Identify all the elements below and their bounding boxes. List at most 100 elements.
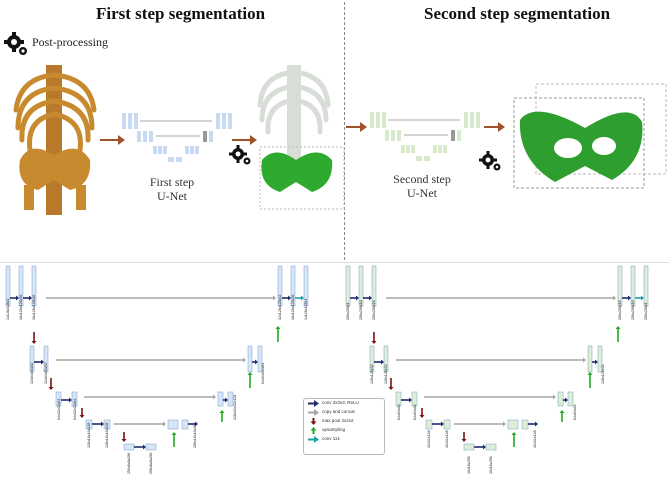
feature-map-box bbox=[290, 265, 296, 307]
legend-item-maxpool: max pool 2x2x2 bbox=[304, 417, 384, 426]
feature-map-box bbox=[371, 265, 377, 307]
gear-icon bbox=[19, 47, 27, 55]
copy-arrow-head bbox=[213, 394, 216, 400]
gear-icon bbox=[4, 32, 24, 52]
feature-map-label: 1x128x128x1 bbox=[304, 299, 308, 320]
conv-arrow-head bbox=[225, 397, 228, 403]
feature-map-label: 64x32x32x64 bbox=[57, 399, 61, 420]
unet-thumbnail-second bbox=[370, 112, 480, 161]
feature-map-label: 32x64x64x32 bbox=[44, 363, 48, 384]
feature-map-box bbox=[443, 419, 451, 430]
copy-arrow-head bbox=[273, 295, 276, 301]
feature-map-box bbox=[643, 265, 649, 307]
copy-arrow-icon bbox=[308, 409, 319, 416]
feature-map-label: 128x128x32 bbox=[601, 364, 605, 384]
feature-map-box bbox=[181, 419, 189, 430]
feature-map-label: 256x256x16 bbox=[359, 300, 363, 320]
maxpool-arrow-head bbox=[371, 341, 377, 344]
conv-arrow-head bbox=[16, 295, 19, 301]
flow-arrow bbox=[346, 122, 367, 132]
legend-upsampling-label: upsampling bbox=[322, 427, 346, 432]
upsampling-arrow-head bbox=[559, 410, 565, 413]
feature-map-box bbox=[521, 419, 529, 430]
copy-arrow-head bbox=[613, 295, 616, 301]
conv-arrow-head bbox=[565, 397, 568, 403]
feature-map-box bbox=[277, 265, 283, 307]
upsampling-arrow-head bbox=[275, 326, 281, 329]
feature-map-box bbox=[383, 345, 389, 373]
conv-arrow-head bbox=[595, 359, 598, 365]
feature-map-label: 128x16x16x128 bbox=[87, 423, 91, 448]
feature-map-label: 16x16x256 bbox=[467, 456, 471, 474]
maxpool-arrow-head bbox=[79, 415, 85, 418]
upsampling-arrow-head bbox=[247, 372, 253, 375]
second-step-label-line1: Second step bbox=[393, 172, 451, 186]
feature-map-box bbox=[123, 443, 135, 451]
first-step-title: First step segmentation bbox=[96, 4, 266, 23]
copy-arrow-head bbox=[163, 421, 166, 427]
feature-map-box bbox=[18, 265, 24, 307]
legend-conv-label: conv 3x3x3, ReLU bbox=[322, 400, 359, 405]
feature-map-label: 256x256x16 bbox=[618, 300, 622, 320]
skeleton-image bbox=[13, 65, 97, 215]
upsampling-arrow-head bbox=[615, 326, 621, 329]
feature-map-label: 128x128x32 bbox=[384, 364, 388, 384]
feature-map-label: 16x128x128x16 bbox=[19, 295, 23, 320]
flow-arrow bbox=[100, 135, 125, 145]
feature-map-box bbox=[5, 265, 11, 307]
flow-arrow bbox=[484, 122, 505, 132]
feature-map-box bbox=[597, 345, 603, 373]
feature-map-label: 256x256x16 bbox=[631, 300, 635, 320]
legend-copy-label: copy and concat bbox=[322, 409, 355, 414]
feature-map-label: 16x128x128x16 bbox=[32, 295, 36, 320]
unet-architecture-diagrams: 1x128x128x1 16x128x128x16 16x128x128x16 32x… bbox=[5, 265, 649, 474]
feature-map-box bbox=[617, 265, 623, 307]
conv-arrow-head bbox=[369, 295, 372, 301]
post-processing-label: Post-processing bbox=[32, 35, 108, 49]
conv-arrow-head bbox=[628, 295, 631, 301]
gear-icon bbox=[243, 157, 251, 165]
feature-map-label: 32x64x64x32 bbox=[30, 363, 34, 384]
feature-map-box bbox=[463, 443, 475, 451]
gear-icon bbox=[493, 163, 501, 171]
legend-item-conv: conv 3x3x3, ReLU bbox=[304, 399, 384, 408]
feature-map-box bbox=[71, 391, 78, 407]
feature-map-box bbox=[485, 443, 497, 451]
conv-arrow-head bbox=[255, 359, 258, 365]
section-divider bbox=[344, 2, 345, 260]
feature-map-label: 16x128x128x16 bbox=[291, 295, 295, 320]
feature-map-box bbox=[103, 419, 111, 430]
feature-map-box bbox=[630, 265, 636, 307]
feature-map-box bbox=[257, 345, 263, 373]
conv-arrow-head bbox=[195, 421, 198, 427]
feature-map-box bbox=[55, 391, 62, 407]
feature-map-label: 256x16x16x256 bbox=[193, 423, 197, 448]
feature-map-label: 256x8x8x256 bbox=[127, 453, 131, 474]
feature-map-box bbox=[369, 345, 375, 373]
feature-map-label: 1x128x128x1 bbox=[6, 299, 10, 320]
feature-map-box bbox=[567, 391, 574, 407]
maxpool-arrow-head bbox=[461, 439, 467, 442]
legend: conv 3x3x3, ReLU copy and concat max poo… bbox=[303, 398, 385, 455]
upsampling-arrow-head bbox=[587, 372, 593, 375]
first-step-label: First step U-Net bbox=[132, 175, 212, 203]
faded-skeleton-image bbox=[257, 65, 345, 210]
feature-map-label: 64x64x64 bbox=[573, 404, 577, 420]
feature-map-label: 64x64x64 bbox=[413, 404, 417, 420]
feature-map-box bbox=[303, 265, 309, 307]
unet-thumbnail-first bbox=[122, 113, 232, 162]
conv-arrow-head bbox=[356, 295, 359, 301]
pipeline-figure bbox=[4, 32, 667, 215]
feature-map-label: 32x32x128 bbox=[445, 430, 449, 448]
feature-map-box bbox=[395, 391, 402, 407]
feature-map-box bbox=[358, 265, 364, 307]
conv1-arrow-icon bbox=[308, 436, 319, 443]
feature-map-label: 32x128x128x32 bbox=[278, 295, 282, 320]
conv-arrow-head bbox=[69, 397, 72, 403]
legend-conv1-label: conv 1x1 bbox=[322, 436, 341, 441]
copy-arrow-head bbox=[553, 394, 556, 400]
feature-map-box bbox=[217, 391, 224, 407]
conv-arrow-head bbox=[535, 421, 538, 427]
feature-map-label: 256x256x1 bbox=[644, 302, 648, 320]
feature-map-label: 256x8x8x256 bbox=[149, 453, 153, 474]
